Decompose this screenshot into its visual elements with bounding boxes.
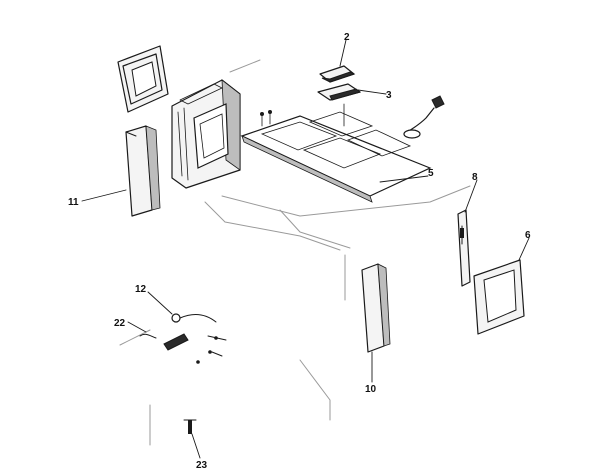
part-11-side-trim (125, 125, 161, 217)
callout-22: 22 (114, 318, 126, 329)
callout-8: 8 (472, 172, 478, 183)
callout-2: 2 (344, 32, 350, 43)
part-23-bolt (183, 419, 197, 434)
callout-10: 10 (365, 384, 377, 395)
leader-lines (81, 39, 530, 459)
callout-11: 11 (68, 197, 79, 208)
igniter-wire (403, 95, 445, 139)
callout-labels: 2 3 5 6 8 10 11 12 22 23 (68, 32, 531, 471)
callout-12: 12 (135, 284, 147, 295)
callout-6: 6 (525, 230, 531, 241)
part-8-side-strip (457, 209, 471, 287)
control-wiring (139, 313, 227, 364)
callout-5: 5 (428, 168, 434, 179)
cooktop-frame (240, 103, 432, 203)
part-3-trim (317, 83, 362, 101)
part-6-side-panel (473, 259, 525, 335)
callout-3: 3 (386, 90, 392, 101)
callout-23: 23 (196, 460, 208, 471)
part-2-trim (319, 65, 356, 83)
door-panel-top (117, 45, 169, 113)
range-body-outline (119, 59, 471, 446)
oven-cavity-assembly (171, 79, 241, 189)
part-10-front-trim (361, 263, 391, 353)
